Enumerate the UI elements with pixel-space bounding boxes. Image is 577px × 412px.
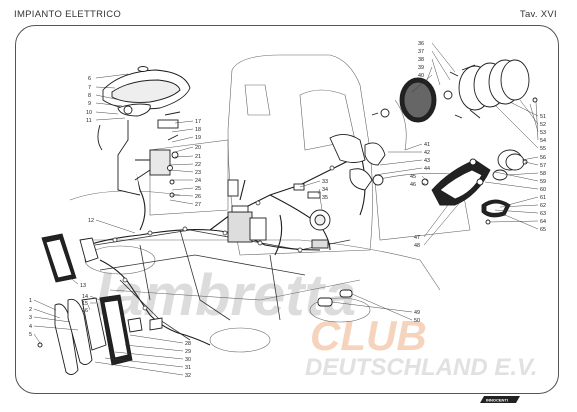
callout-40: 40 bbox=[418, 73, 424, 79]
callout-13: 13 bbox=[80, 283, 86, 289]
callout-49: 49 bbox=[414, 310, 420, 316]
callout-38: 38 bbox=[418, 57, 424, 63]
club-watermark: lambretta CLUB DEUTSCHLAND E.V. bbox=[95, 263, 537, 381]
callout-1: 1 bbox=[29, 298, 32, 304]
callout-36: 36 bbox=[418, 41, 424, 47]
callout-22: 22 bbox=[195, 162, 201, 168]
voltage-regulator bbox=[227, 179, 331, 249]
bulb-and-fuse bbox=[317, 289, 353, 307]
callout-6: 6 bbox=[88, 76, 91, 82]
callout-31: 31 bbox=[185, 365, 191, 371]
callout-29: 29 bbox=[185, 349, 191, 355]
callout-45: 45 bbox=[410, 174, 416, 180]
headlamp-assembly bbox=[371, 59, 538, 123]
callout-58: 58 bbox=[540, 171, 546, 177]
callout-32: 32 bbox=[185, 373, 191, 379]
drawing-frame bbox=[15, 25, 559, 394]
callout-23: 23 bbox=[195, 170, 201, 176]
watermark-line2: CLUB bbox=[310, 312, 427, 359]
callout-57: 57 bbox=[540, 163, 546, 169]
callout-44: 44 bbox=[424, 166, 430, 172]
callout-28: 28 bbox=[185, 341, 191, 347]
rear-lamp-assembly bbox=[37, 233, 163, 375]
callout-7: 7 bbox=[88, 85, 91, 91]
callout-50: 50 bbox=[414, 318, 420, 324]
callout-27: 27 bbox=[195, 202, 201, 208]
callout-26: 26 bbox=[195, 194, 201, 200]
callout-37: 37 bbox=[418, 49, 424, 55]
callout-64: 64 bbox=[540, 219, 546, 225]
callout-47: 47 bbox=[414, 235, 420, 241]
callout-33: 33 bbox=[322, 179, 328, 185]
callout-3: 3 bbox=[29, 315, 32, 321]
callout-43: 43 bbox=[424, 158, 430, 164]
callout-15: 15 bbox=[82, 301, 88, 307]
callout-5: 5 bbox=[29, 332, 32, 338]
logo-text: INNOCENTI bbox=[486, 398, 508, 403]
callout-8: 8 bbox=[88, 93, 91, 99]
callout-21: 21 bbox=[195, 154, 201, 160]
callout-2: 2 bbox=[29, 307, 32, 313]
callout-34: 34 bbox=[322, 187, 328, 193]
callout-41: 41 bbox=[424, 142, 430, 148]
callout-35: 35 bbox=[322, 195, 328, 201]
diagram-title: IMPIANTO ELETTRICO bbox=[14, 9, 122, 20]
callout-20: 20 bbox=[195, 145, 201, 151]
callout-12: 12 bbox=[88, 218, 94, 224]
callout-46: 46 bbox=[410, 182, 416, 188]
callout-19: 19 bbox=[195, 135, 201, 141]
callout-17: 17 bbox=[195, 119, 201, 125]
vehicle-outline bbox=[69, 54, 471, 353]
callout-39: 39 bbox=[418, 65, 424, 71]
callout-9: 9 bbox=[88, 101, 91, 107]
callout-25: 25 bbox=[195, 186, 201, 192]
plate-number: Tav. XVI bbox=[519, 9, 557, 20]
callout-59: 59 bbox=[540, 179, 546, 185]
callout-30: 30 bbox=[185, 357, 191, 363]
callout-65: 65 bbox=[540, 227, 546, 233]
callout-48: 48 bbox=[414, 243, 420, 249]
callout-4: 4 bbox=[29, 324, 32, 330]
handlebar-switch-group bbox=[329, 134, 491, 206]
callout-56: 56 bbox=[540, 155, 546, 161]
callout-60: 60 bbox=[540, 187, 546, 193]
manufacturer-logo: INNOCENTI bbox=[480, 396, 520, 403]
leader-lines bbox=[33, 42, 539, 376]
callout-10: 10 bbox=[86, 110, 92, 116]
callout-53: 53 bbox=[540, 130, 546, 136]
callout-51: 51 bbox=[540, 114, 546, 120]
watermark-line3: DEUTSCHLAND E.V. bbox=[305, 354, 537, 381]
callout-55: 55 bbox=[540, 146, 546, 152]
callout-16: 16 bbox=[82, 308, 88, 314]
callout-62: 62 bbox=[540, 203, 546, 209]
callout-63: 63 bbox=[540, 211, 546, 217]
callout-52: 52 bbox=[540, 122, 546, 128]
callout-24: 24 bbox=[195, 178, 201, 184]
side-lamp-group bbox=[476, 149, 528, 225]
callout-54: 54 bbox=[540, 138, 546, 144]
callout-18: 18 bbox=[195, 127, 201, 133]
callout-numbers: 6 7 8 9 10 11 17 18 19 20 21 22 23 24 25… bbox=[29, 41, 546, 379]
callout-61: 61 bbox=[540, 195, 546, 201]
callout-11: 11 bbox=[86, 118, 92, 124]
callout-42: 42 bbox=[424, 150, 430, 156]
speedometer-housing bbox=[97, 66, 191, 198]
callout-14: 14 bbox=[82, 294, 88, 300]
